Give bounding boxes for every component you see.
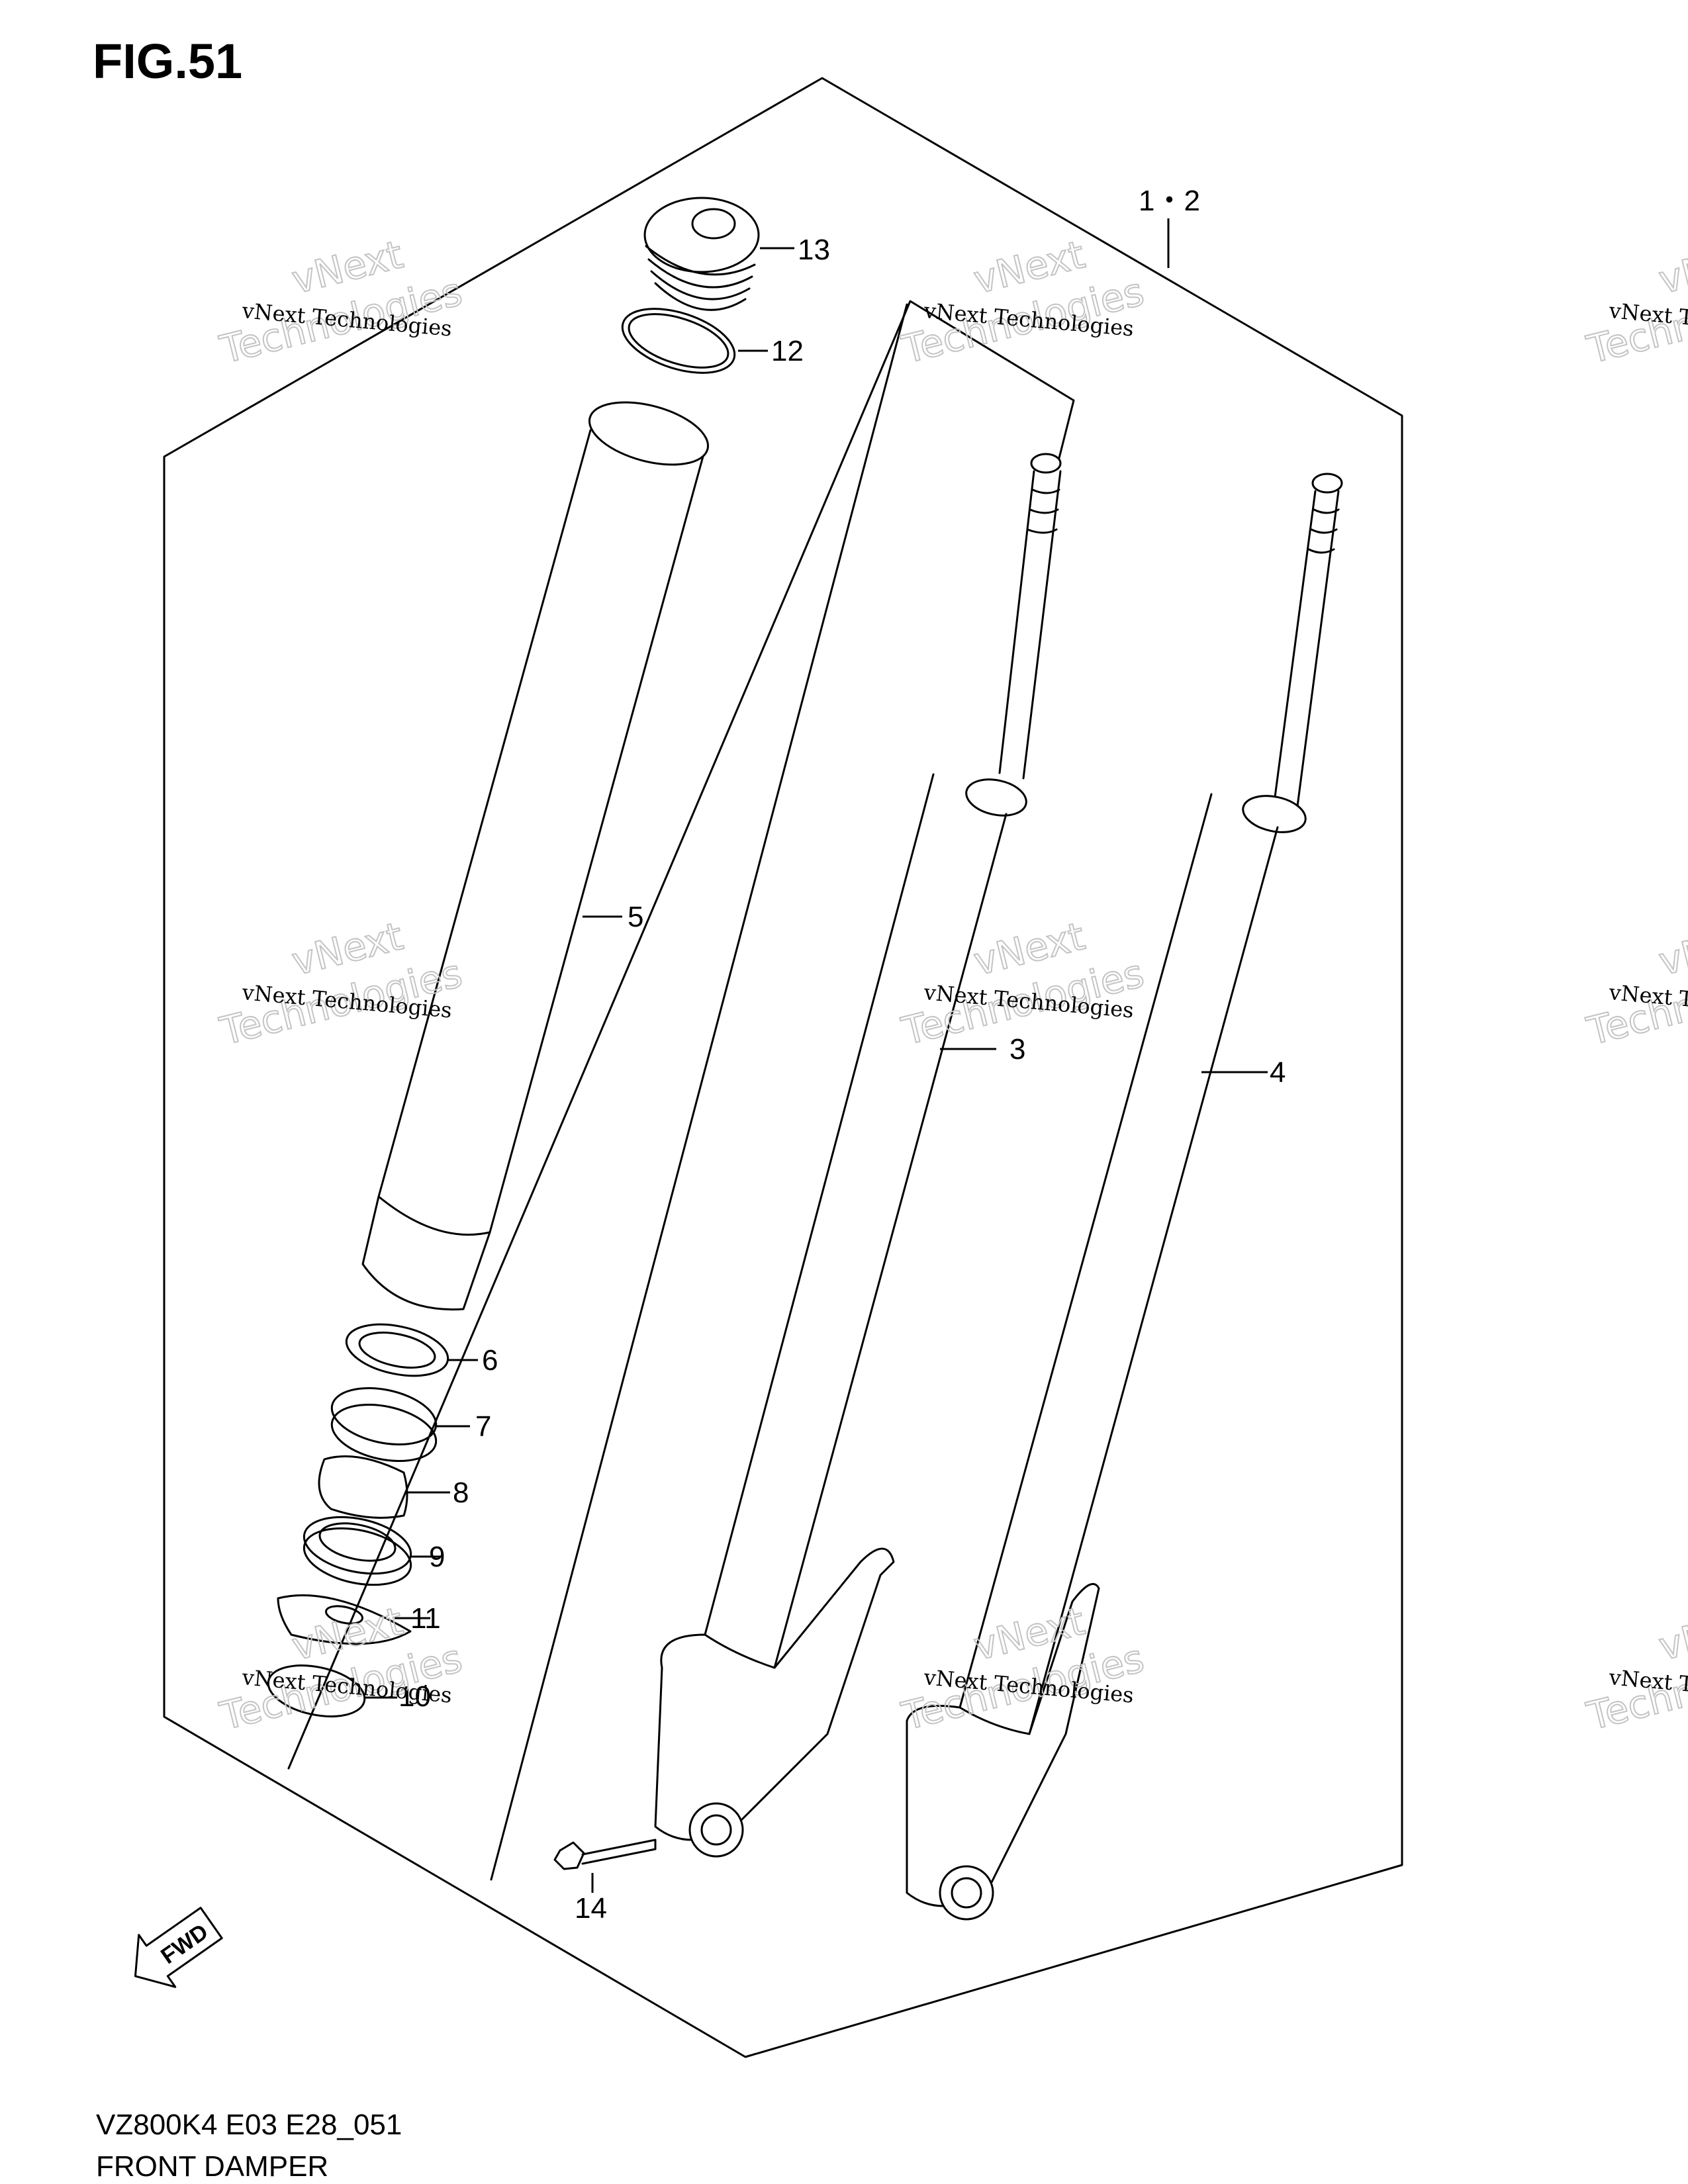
callout-12: 12 [771,335,804,367]
fork-4-part [906,473,1343,1921]
circlip-part [318,1455,408,1519]
watermark-vnext: vNext [1654,1598,1688,1669]
callout-11: 11 [410,1602,441,1635]
assembly-boundary [163,77,1403,2058]
o-ring-part [621,308,736,374]
figure-title: FIG.51 [93,34,242,89]
dust-seal-part [277,1594,412,1645]
bushing-part [330,1387,438,1463]
outer-tube-part [361,401,710,1311]
callout-7: 7 [475,1410,491,1443]
callout-13: 13 [798,234,830,266]
watermark-group: vNext Technologies vNext Technologies vN… [215,231,1688,1739]
watermark-vnext: vNext [1654,913,1688,984]
callout-8: 8 [453,1477,469,1509]
fork-3-part [654,453,1062,1858]
leader-lines [365,218,1268,1893]
callout-4: 4 [1270,1056,1286,1089]
ring-part [267,1664,366,1717]
figure-name: FRONT DAMPER [96,2150,328,2183]
fwd-arrow-icon: FWD [134,1907,223,1988]
subassembly-bracket-edge [490,303,908,1881]
watermark-vnext: vNext [1654,232,1688,302]
callout-5: 5 [628,901,643,933]
washer-part [345,1323,449,1377]
callout-3: 3 [1009,1033,1025,1066]
callout-6: 6 [482,1344,498,1377]
callout-9: 9 [429,1541,445,1573]
figure-code: VZ800K4 E03 E28_051 [96,2109,402,2141]
callout-10: 10 [399,1680,431,1713]
callout-14: 14 [575,1892,607,1925]
subassembly-bracket [287,300,1075,1770]
cap-bolt-part [643,197,760,311]
oil-seal-part [303,1516,412,1586]
callout-1-2: 1・2 [1139,185,1200,217]
bolt-part [553,1839,657,1870]
